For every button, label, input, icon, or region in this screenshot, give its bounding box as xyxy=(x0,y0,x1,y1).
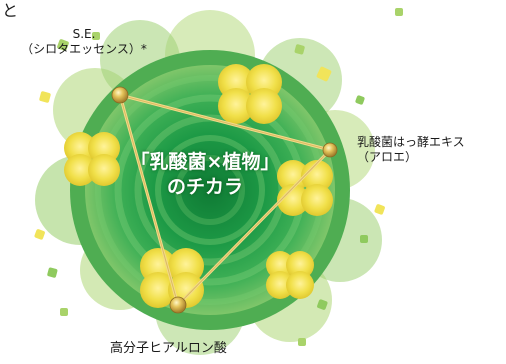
corner-text: と xyxy=(2,1,19,20)
node-bottom xyxy=(169,296,187,314)
label-se-line2: （シロタエッセンス）* xyxy=(21,42,147,56)
ingredient-triangle xyxy=(118,93,332,307)
label-lactic-ferment: 乳酸菌はっ酵エキス （アロエ） xyxy=(357,135,465,165)
yellow-flowers xyxy=(64,64,333,308)
center-title-line1: 「乳酸菌×植物」 xyxy=(130,151,280,173)
label-lactic-line2: （アロエ） xyxy=(357,150,418,164)
label-se-line1: S.E. xyxy=(72,27,96,41)
label-lactic-line1: 乳酸菌はっ酵エキス xyxy=(357,135,465,149)
label-hyaluronic-acid: 高分子ヒアルロン酸 xyxy=(110,341,227,356)
label-se-essence: S.E. （シロタエッセンス）* xyxy=(0,27,168,57)
center-title-line2: のチカラ xyxy=(166,176,243,198)
confetti-squares xyxy=(34,8,403,346)
node-right xyxy=(322,142,338,158)
node-top xyxy=(111,86,129,104)
center-title: 「乳酸菌×植物」 のチカラ xyxy=(110,150,300,200)
